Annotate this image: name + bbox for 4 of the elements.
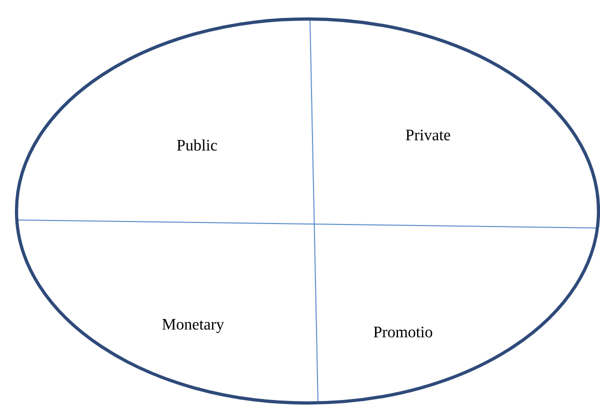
quadrant-label: Monetary — [162, 319, 224, 333]
quadrant-label: Promotio — [374, 326, 432, 338]
quadrant-label: Public — [177, 139, 217, 151]
quadrant-label: Private — [406, 130, 450, 140]
